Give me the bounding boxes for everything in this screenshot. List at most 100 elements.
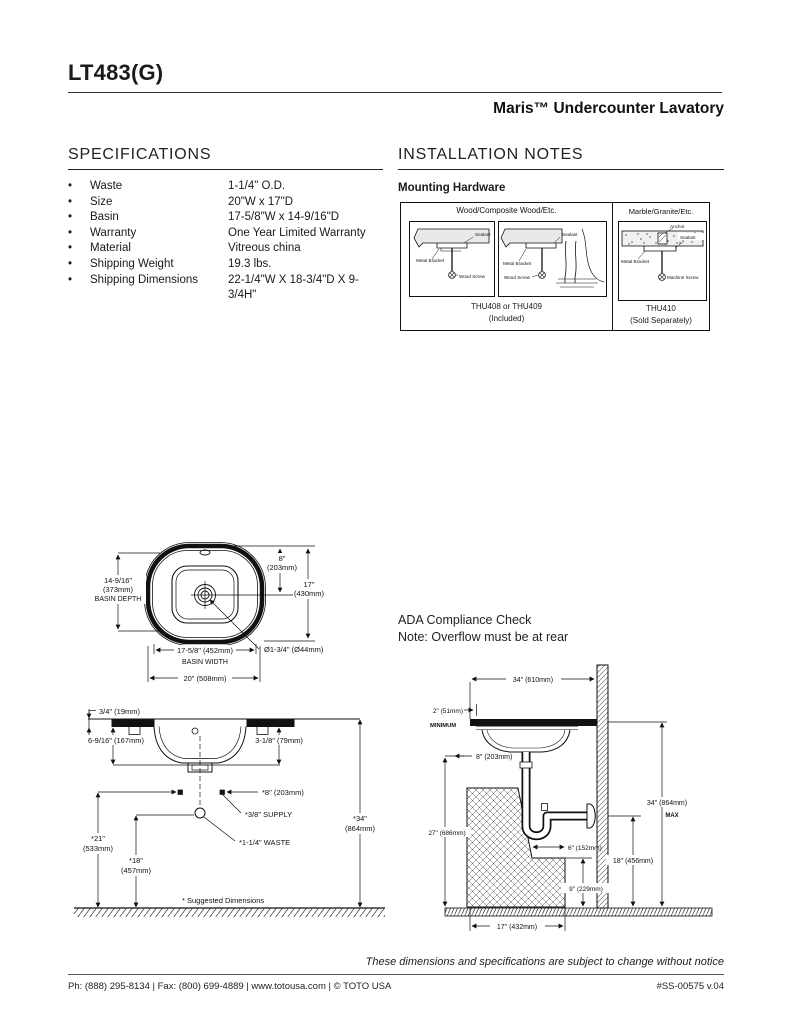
wood-caption-line1: THU408 or THU409 [471,302,542,311]
dimension-label: (864mm) [345,824,376,833]
dimension-label: (373mm) [103,585,134,594]
spec-value: 20"W x 17"D [228,195,294,208]
bullet-icon [68,210,90,226]
header-rule [68,92,722,94]
spec-list: Waste 1-1/4" O.D. Size 20"W x 17"D Basin 17… [68,179,383,304]
basin-outline [144,542,266,646]
bullet-icon [68,241,90,257]
spec-row: Size 20"W x 17"D [68,195,383,211]
dimension-label: 8" [279,554,286,563]
dimension-label: 3/4" (19mm) [99,707,141,716]
dimension-label: (203mm) [267,563,298,572]
wood-mounting-diagram-1: Sealant Metal Bracket Wood Screw [409,221,495,297]
dimension-label: 2" (51mm) [433,708,463,715]
spec-row: Waste 1-1/4" O.D. [68,179,383,195]
ada-compliance-note: ADA Compliance Check Note: Overflow must… [398,612,568,646]
product-name: Maris™ Undercounter Lavatory [493,100,724,117]
metal-bracket-label: Metal Bracket [621,259,650,264]
disclaimer-text: These dimensions and specifications are … [365,956,724,968]
document-number: #SS-00575 v.04 [656,981,724,992]
installation-notes-section: INSTALLATION NOTES Mounting Hardware [398,146,724,194]
spec-value: One Year Limited Warranty [228,226,366,239]
escutcheon [586,803,596,829]
dimension-label: *8" (203mm) [262,788,304,797]
spec-label: Material [90,242,131,255]
dimension-label: 34" (864mm) [647,800,687,807]
drain-dimension-label: Ø1-3/4" (Ø44mm) [264,645,324,654]
dimension-label: (457mm) [121,866,152,875]
dimension-labels: 8" (203mm) 17" (430mm) 14-9/16" (373mm) … [90,553,325,683]
anchor-label: Anchor [670,224,685,229]
spec-row: Material Vitreous china [68,241,383,257]
dimension-label: 14-9/16" [104,576,132,585]
p-trap [519,752,596,841]
ada-note-line2: Note: Overflow must be at rear [398,630,569,644]
suggested-dimensions-note: * Suggested Dimensions [182,896,264,905]
marble-heading: Marble/Granite/Etc. [628,207,694,216]
specifications-section: SPECIFICATIONS Waste 1-1/4" O.D. Size 20"W… [68,146,383,304]
dimension-label: 20" (508mm) [183,674,227,683]
marble-caption-line2: (Sold Separately) [630,315,692,325]
front-view-drawing: 3/4" (19mm) 6-9/16" (167mm) 3-1/8" (79mm… [74,707,385,917]
dimension-label: 34" (610mm) [513,677,553,684]
supply-label: *3/8" SUPPLY [245,810,292,819]
dimension-label: 8" (203mm) [476,754,512,761]
bullet-icon [68,179,90,195]
spec-row: Warranty One Year Limited Warranty [68,226,383,242]
dimension-label: 9" (229mm) [569,886,603,893]
bullet-icon [68,226,90,242]
footer-contact: Ph: (888) 295-8134 | Fax: (800) 699-4889… [68,981,392,992]
dimension-label: 17-5/8" (452mm) [177,646,234,655]
spec-label: Warranty [90,226,137,239]
dimension-label: 27" (686mm) [428,830,465,837]
dimension-label: (533mm) [83,844,114,853]
sealant-label: Sealant [475,232,491,237]
dimension-label: 3-1/8" (79mm) [255,736,303,745]
spec-label: Size [90,195,113,208]
spec-value: 22-1/4"W X 18-3/4"D X 9-3/4H" [228,273,359,302]
wood-screw-label: Wood Screw [504,275,531,280]
specifications-title: SPECIFICATIONS [68,146,383,170]
top-view-drawing: 8" (203mm) 17" (430mm) 14-9/16" (373mm) … [90,542,325,683]
counter-and-basin [88,718,360,819]
knee-clearance-shroud [466,787,566,908]
dimension-lines [74,709,385,917]
dimension-label: 6" (152mm) [568,845,602,852]
bullet-icon [68,273,90,304]
bullet-icon [68,257,90,273]
drain-icon [191,581,219,609]
dimension-label: *18" [129,856,143,865]
dimension-label: MINIMUM [430,723,456,729]
spec-label: Waste [90,180,123,192]
floor-section [444,907,713,917]
supply-stub [194,807,206,819]
basin-section [476,725,578,753]
wood-mounting-diagram-2: Sealant Metal Bracket Wood Screw [498,221,607,297]
machine-screw-label: Machine Screw [667,275,699,280]
spec-value: 1-1/4" O.D. [228,180,286,192]
spec-value: 17-5/8"W x 14-9/16"D [228,211,340,224]
wood-heading: Wood/Composite Wood/Etc. [456,206,557,215]
marble-caption-line1: THU410 [646,304,676,313]
spec-row: Basin 17-5/8"W x 14-9/16"D [68,210,383,226]
wall-section [596,664,609,909]
floor-hatch [74,908,385,917]
footer-rule [68,974,724,975]
countertop-section [470,719,597,726]
bullet-icon [68,195,90,211]
spec-label: Basin [90,211,119,224]
spec-value: Vitreous china [228,242,301,255]
metal-bracket-label: Metal Bracket [416,258,445,263]
dimension-label: BASIN DEPTH [95,596,142,603]
mounting-hardware-box: Wood/Composite Wood/Etc. Marble/Granite/… [400,202,710,331]
dimension-labels: 3/4" (19mm) 6-9/16" (167mm) 3-1/8" (79mm… [75,707,383,905]
dimension-label: 6-9/16" (167mm) [88,736,145,745]
wood-screw-label: Wood Screw [459,274,486,279]
dimension-label: *34" [353,814,367,823]
marble-mounting-diagram: Anchor Sealant Metal Bracket Machine Scr… [618,221,707,301]
sealant-label: Sealant [680,235,696,240]
mounting-hardware-title: Mounting Hardware [398,182,506,194]
metal-bracket-label: Metal Bracket [503,261,532,266]
